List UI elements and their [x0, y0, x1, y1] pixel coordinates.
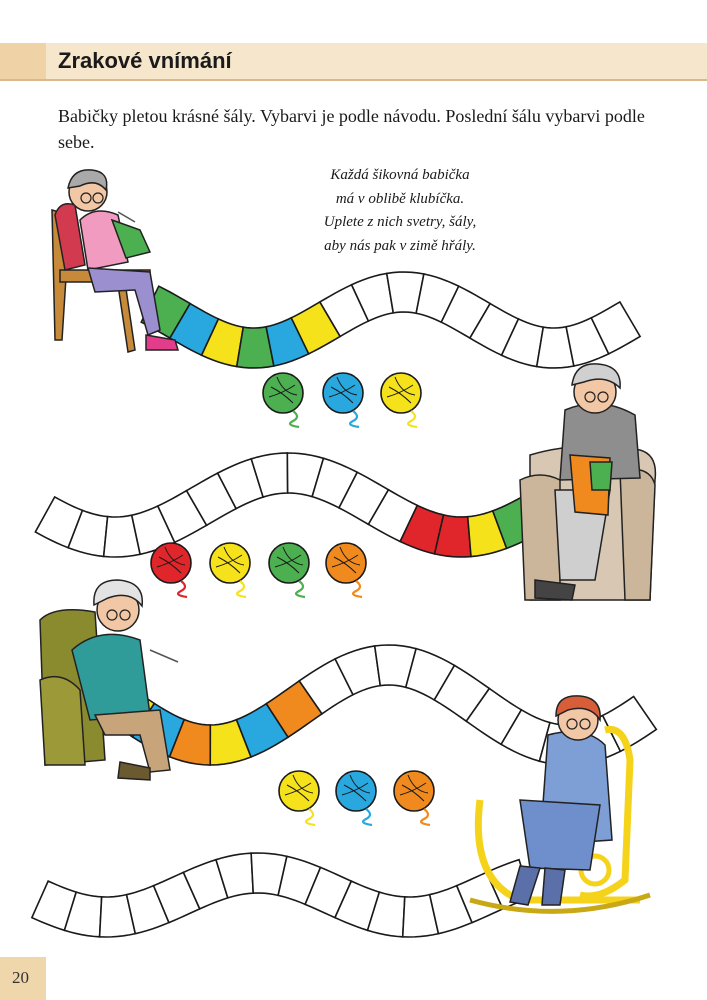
scarf-4 — [30, 852, 532, 938]
poem: Každá šikovná babička má v oblibě klubíč… — [300, 164, 500, 258]
scarf-3-segment — [601, 695, 658, 753]
yarn-ball-orange-3 — [393, 770, 435, 827]
yarn-ball-red-2 — [150, 542, 192, 599]
grandma-blue-rocking-chair — [469, 695, 651, 914]
yarn-ball-green-1 — [262, 372, 304, 429]
page-title: Zrakové vnímání — [58, 48, 232, 73]
scarf-1-segment — [590, 300, 642, 355]
grandma-teal-armchair — [39, 579, 179, 781]
instruction-text: Babičky pletou krásné šály. Vybarvi je p… — [58, 106, 645, 152]
yarn-ball-blue-3 — [335, 770, 377, 827]
page-number: 20 — [12, 968, 29, 987]
scarf-1 — [140, 271, 642, 369]
header-tab — [0, 43, 46, 81]
yarn-ball-yellow-2 — [209, 542, 251, 599]
grandma-pink-chair — [51, 169, 180, 353]
yarn-ball-blue-1 — [322, 372, 364, 429]
poem-line-3: Uplete z nich svetry, šály, — [323, 214, 477, 230]
grandma-grey-armchair — [519, 363, 657, 601]
header-rule — [0, 79, 707, 81]
poem-line-2: má v oblibě klubíčka. — [335, 190, 465, 207]
scarf-2 — [34, 452, 541, 558]
poem-line-1: Každá šikovná babička — [330, 167, 470, 183]
yarn-ball-green-2 — [268, 542, 310, 599]
yarn-ball-yellow-3 — [278, 770, 320, 827]
poem-line-4: aby nás pak v zimě hřály. — [324, 237, 476, 254]
yarn-ball-orange-2 — [325, 542, 367, 599]
header-band — [0, 43, 707, 81]
yarn-ball-yellow-1 — [380, 372, 422, 429]
page-number-box: 20 — [0, 957, 46, 1000]
